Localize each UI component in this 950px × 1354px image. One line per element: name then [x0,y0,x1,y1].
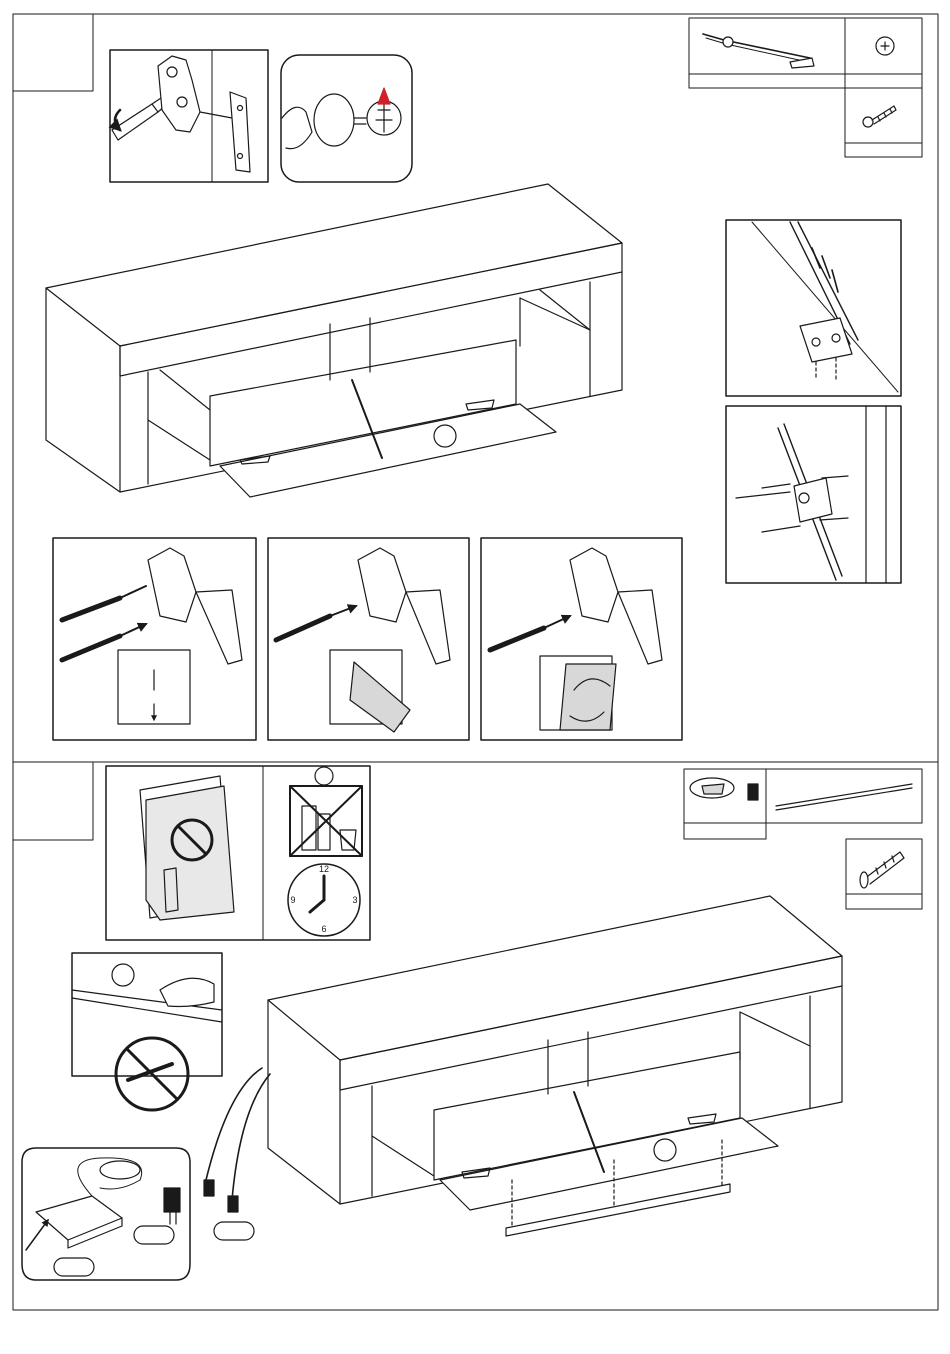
tv-cabinet-drawing-1 [46,184,622,497]
led-strip-icon [776,784,912,810]
sad-face-icon [315,767,333,785]
hinge-icon [158,56,250,172]
cam-bolt-detail [281,55,412,182]
clock-number-3: 3 [352,895,357,905]
step-panel-1 [13,14,938,762]
hinge-adjust-detail [110,50,268,182]
cam-bolt-part-icon [876,37,894,55]
strut-bracket-detail [726,220,901,396]
strut-side-mount-detail [726,406,901,583]
clock-number-9: 9 [290,895,295,905]
phillips-screw-icon [367,88,401,135]
finger-press-icon [282,94,366,149]
gas-strut-icon [703,34,814,68]
hinge-adjust-step-b [268,538,469,740]
long-screw-icon [860,852,904,888]
wood-screw-icon [863,106,896,127]
hinge-adjust-step-a [53,538,256,740]
film-removal-detail [72,953,222,1110]
clock-number-6: 6 [321,924,326,934]
callout-circle-3 [112,964,134,986]
tv-cabinet-drawing-2 [268,896,842,1236]
parts-inventory-step-1 [689,18,922,157]
step-panel-2 [13,762,938,1310]
led-cables [204,1068,270,1240]
led-wiring-detail [22,1148,190,1280]
step-number-box-1 [13,14,93,91]
parts-inventory-step-2 [684,769,922,909]
clock-number-12: 12 [319,864,329,874]
hinge-adjust-step-c [481,538,682,740]
step-number-box-2 [13,762,93,840]
power-plug-icon [748,784,758,800]
led-controller-icon [690,778,734,798]
no-chemicals-icon [290,786,362,856]
protective-film-detail [106,766,370,940]
